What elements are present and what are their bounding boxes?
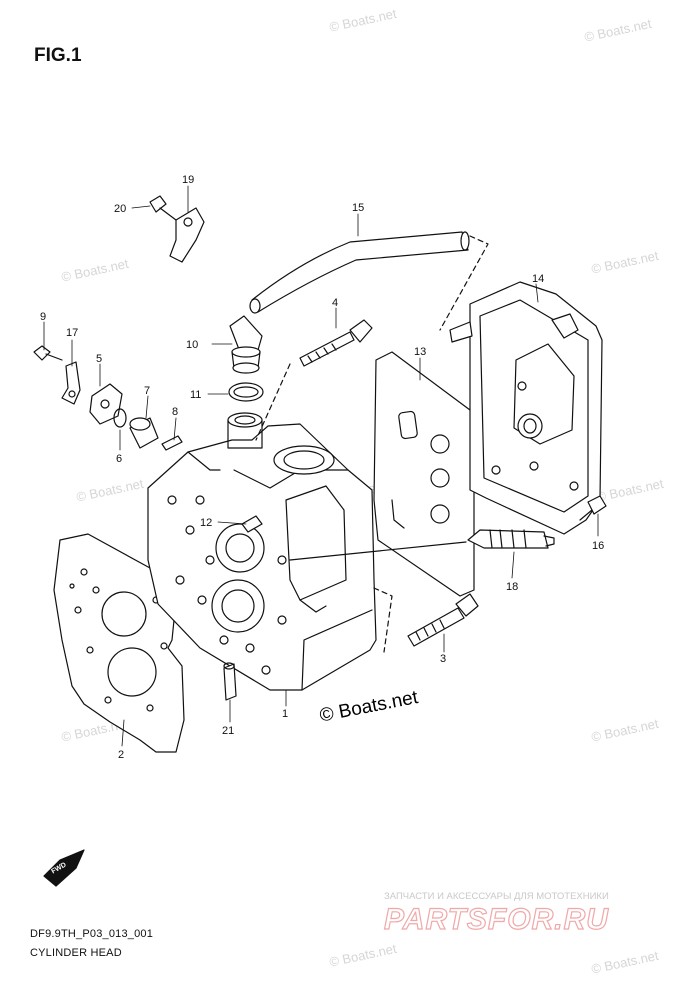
callout-17: 17 bbox=[66, 327, 78, 339]
o-ring-part-6 bbox=[113, 408, 127, 428]
figure-caption: CYLINDER HEAD bbox=[30, 947, 122, 959]
callout-3: 3 bbox=[440, 653, 446, 665]
callout-7: 7 bbox=[144, 385, 150, 397]
bolt-part-16 bbox=[579, 495, 607, 521]
bracket-part-17 bbox=[61, 361, 81, 405]
fwd-arrow-icon bbox=[43, 849, 85, 887]
breather-hose-part-15 bbox=[249, 231, 470, 314]
leader-line bbox=[373, 587, 393, 653]
bolt-part-4 bbox=[299, 319, 373, 367]
callout-1: 1 bbox=[282, 708, 288, 720]
callout-5: 5 bbox=[96, 353, 102, 365]
pin-part-12 bbox=[241, 515, 263, 533]
bolt-part-20 bbox=[149, 195, 177, 221]
callout-20: 20 bbox=[114, 203, 126, 215]
cover-gasket-part-13 bbox=[373, 351, 475, 597]
parts-site-logo: PARTSFOR.RU bbox=[383, 902, 609, 936]
callout-4: 4 bbox=[332, 297, 338, 309]
callout-13: 13 bbox=[414, 346, 426, 358]
spark-plug-part-18 bbox=[467, 529, 555, 549]
cover-part-5 bbox=[89, 383, 123, 425]
callout-12: 12 bbox=[200, 517, 212, 529]
parts-site-tagline: ЗАПЧАСТИ И АКСЕССУАРЫ ДЛЯ МОТОТЕХНИКИ bbox=[384, 891, 609, 902]
callout-2: 2 bbox=[118, 749, 124, 761]
callout-11: 11 bbox=[190, 389, 201, 401]
callout-19: 19 bbox=[182, 174, 194, 186]
screw-part-8 bbox=[161, 435, 183, 451]
callout-18: 18 bbox=[506, 581, 518, 593]
callout-6: 6 bbox=[116, 453, 122, 465]
thermostat-part-7 bbox=[129, 417, 159, 449]
o-ring-part-11 bbox=[228, 382, 264, 402]
head-cover-part-14 bbox=[449, 281, 603, 535]
filler-cap-part-10 bbox=[229, 315, 263, 374]
figure-title: FIG.1 bbox=[34, 45, 82, 66]
callout-15: 15 bbox=[352, 202, 364, 214]
cylinder-head-part-1 bbox=[147, 412, 377, 691]
dowel-part-21 bbox=[223, 662, 237, 701]
callout-10: 10 bbox=[186, 339, 198, 351]
leader-line bbox=[289, 541, 467, 561]
bolt-part-3 bbox=[407, 593, 479, 647]
callout-9: 9 bbox=[40, 311, 46, 323]
callout-14: 14 bbox=[532, 273, 544, 285]
leader-line bbox=[439, 235, 489, 331]
clamp-part-19 bbox=[169, 207, 205, 263]
callout-21: 21 bbox=[222, 725, 234, 737]
callout-16: 16 bbox=[592, 540, 604, 552]
bolt-part-9 bbox=[33, 345, 63, 361]
figure-code: DF9.9TH_P03_013_001 bbox=[30, 928, 154, 940]
callout-8: 8 bbox=[172, 406, 178, 418]
leader-line bbox=[255, 363, 291, 441]
